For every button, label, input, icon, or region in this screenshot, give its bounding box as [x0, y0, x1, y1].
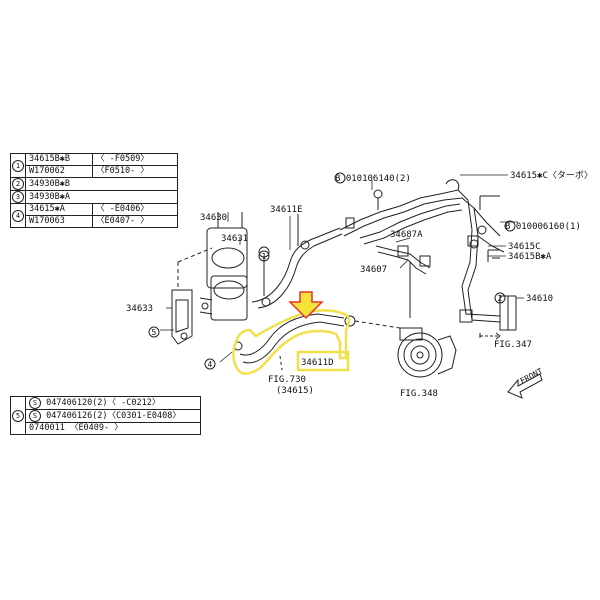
label-34687a: 34687A: [390, 230, 423, 240]
key-4-badge: 4: [12, 209, 24, 222]
label-bolt-010006160: B 010006160(1): [505, 222, 581, 232]
label-fig730: FIG.730: [268, 375, 306, 385]
label-34630: 34630: [200, 213, 227, 223]
key-5-badge: 5: [12, 409, 24, 422]
label-34615-paren: (34615): [276, 386, 314, 396]
front-indicator: FRONT: [507, 366, 545, 399]
circle-key-2: 2: [498, 294, 503, 303]
leader-lines: [160, 174, 524, 363]
highlight-arrow: [288, 291, 324, 320]
label-bolt-010106140: B 010106140(2): [335, 174, 411, 184]
legend-table-parts-1-4: 1 34615B✱B 〈 -F0509〉 W170062 〈F0510- 〉 2…: [10, 153, 178, 228]
s-badge: S: [29, 410, 41, 422]
legend-part: W170063: [25, 215, 93, 228]
bracket-34633: [171, 247, 213, 345]
circle-key-1: 1: [262, 252, 267, 261]
label-fig347: FIG.347: [494, 340, 532, 350]
steel-pipe-bundle: [339, 179, 509, 331]
legend-table-part-5: 5 S 047406120(2)〈 -C0212〉 S 047406126(2)…: [10, 396, 201, 435]
label-34611e: 34611E: [270, 205, 303, 215]
suction-hose-upper: [251, 227, 341, 303]
key-2-badge: 2: [12, 178, 24, 190]
legend-bolt: 0740011 〈E0409- 〉: [25, 422, 201, 435]
highlight-box-34611d: [296, 350, 350, 372]
legend-bolt: 047406120(2)〈 -C0212〉: [46, 398, 161, 408]
brackets-34610-34615c: [479, 195, 517, 340]
label-34631: 34631: [221, 234, 248, 244]
pump-assembly: [397, 327, 457, 378]
key-1-badge: 1: [12, 159, 24, 172]
label-fig348: FIG.348: [400, 389, 438, 399]
circle-key-5: 5: [152, 328, 157, 337]
label-34615b-a: 34615B✱A: [508, 252, 552, 262]
front-label: FRONT: [519, 366, 545, 385]
label-34610: 34610: [526, 294, 553, 304]
legend-bolt: 047406126(2)〈C0301-E0408〉: [46, 411, 181, 421]
label-34611d: 34611D: [301, 358, 334, 368]
circle-key-4: 4: [208, 360, 213, 369]
reservoir-tank: [199, 212, 248, 321]
legend-range: 〈E0407- 〉: [92, 215, 178, 228]
label-34615c: 34615C: [508, 242, 541, 252]
highlight-outline: [232, 309, 350, 375]
label-34607: 34607: [360, 265, 387, 275]
label-34633: 34633: [126, 304, 153, 314]
key-3-badge: 3: [12, 191, 24, 203]
s-badge: S: [29, 397, 41, 409]
label-34615c-turbo: 34615✱C〈ターボ〉: [510, 170, 593, 181]
